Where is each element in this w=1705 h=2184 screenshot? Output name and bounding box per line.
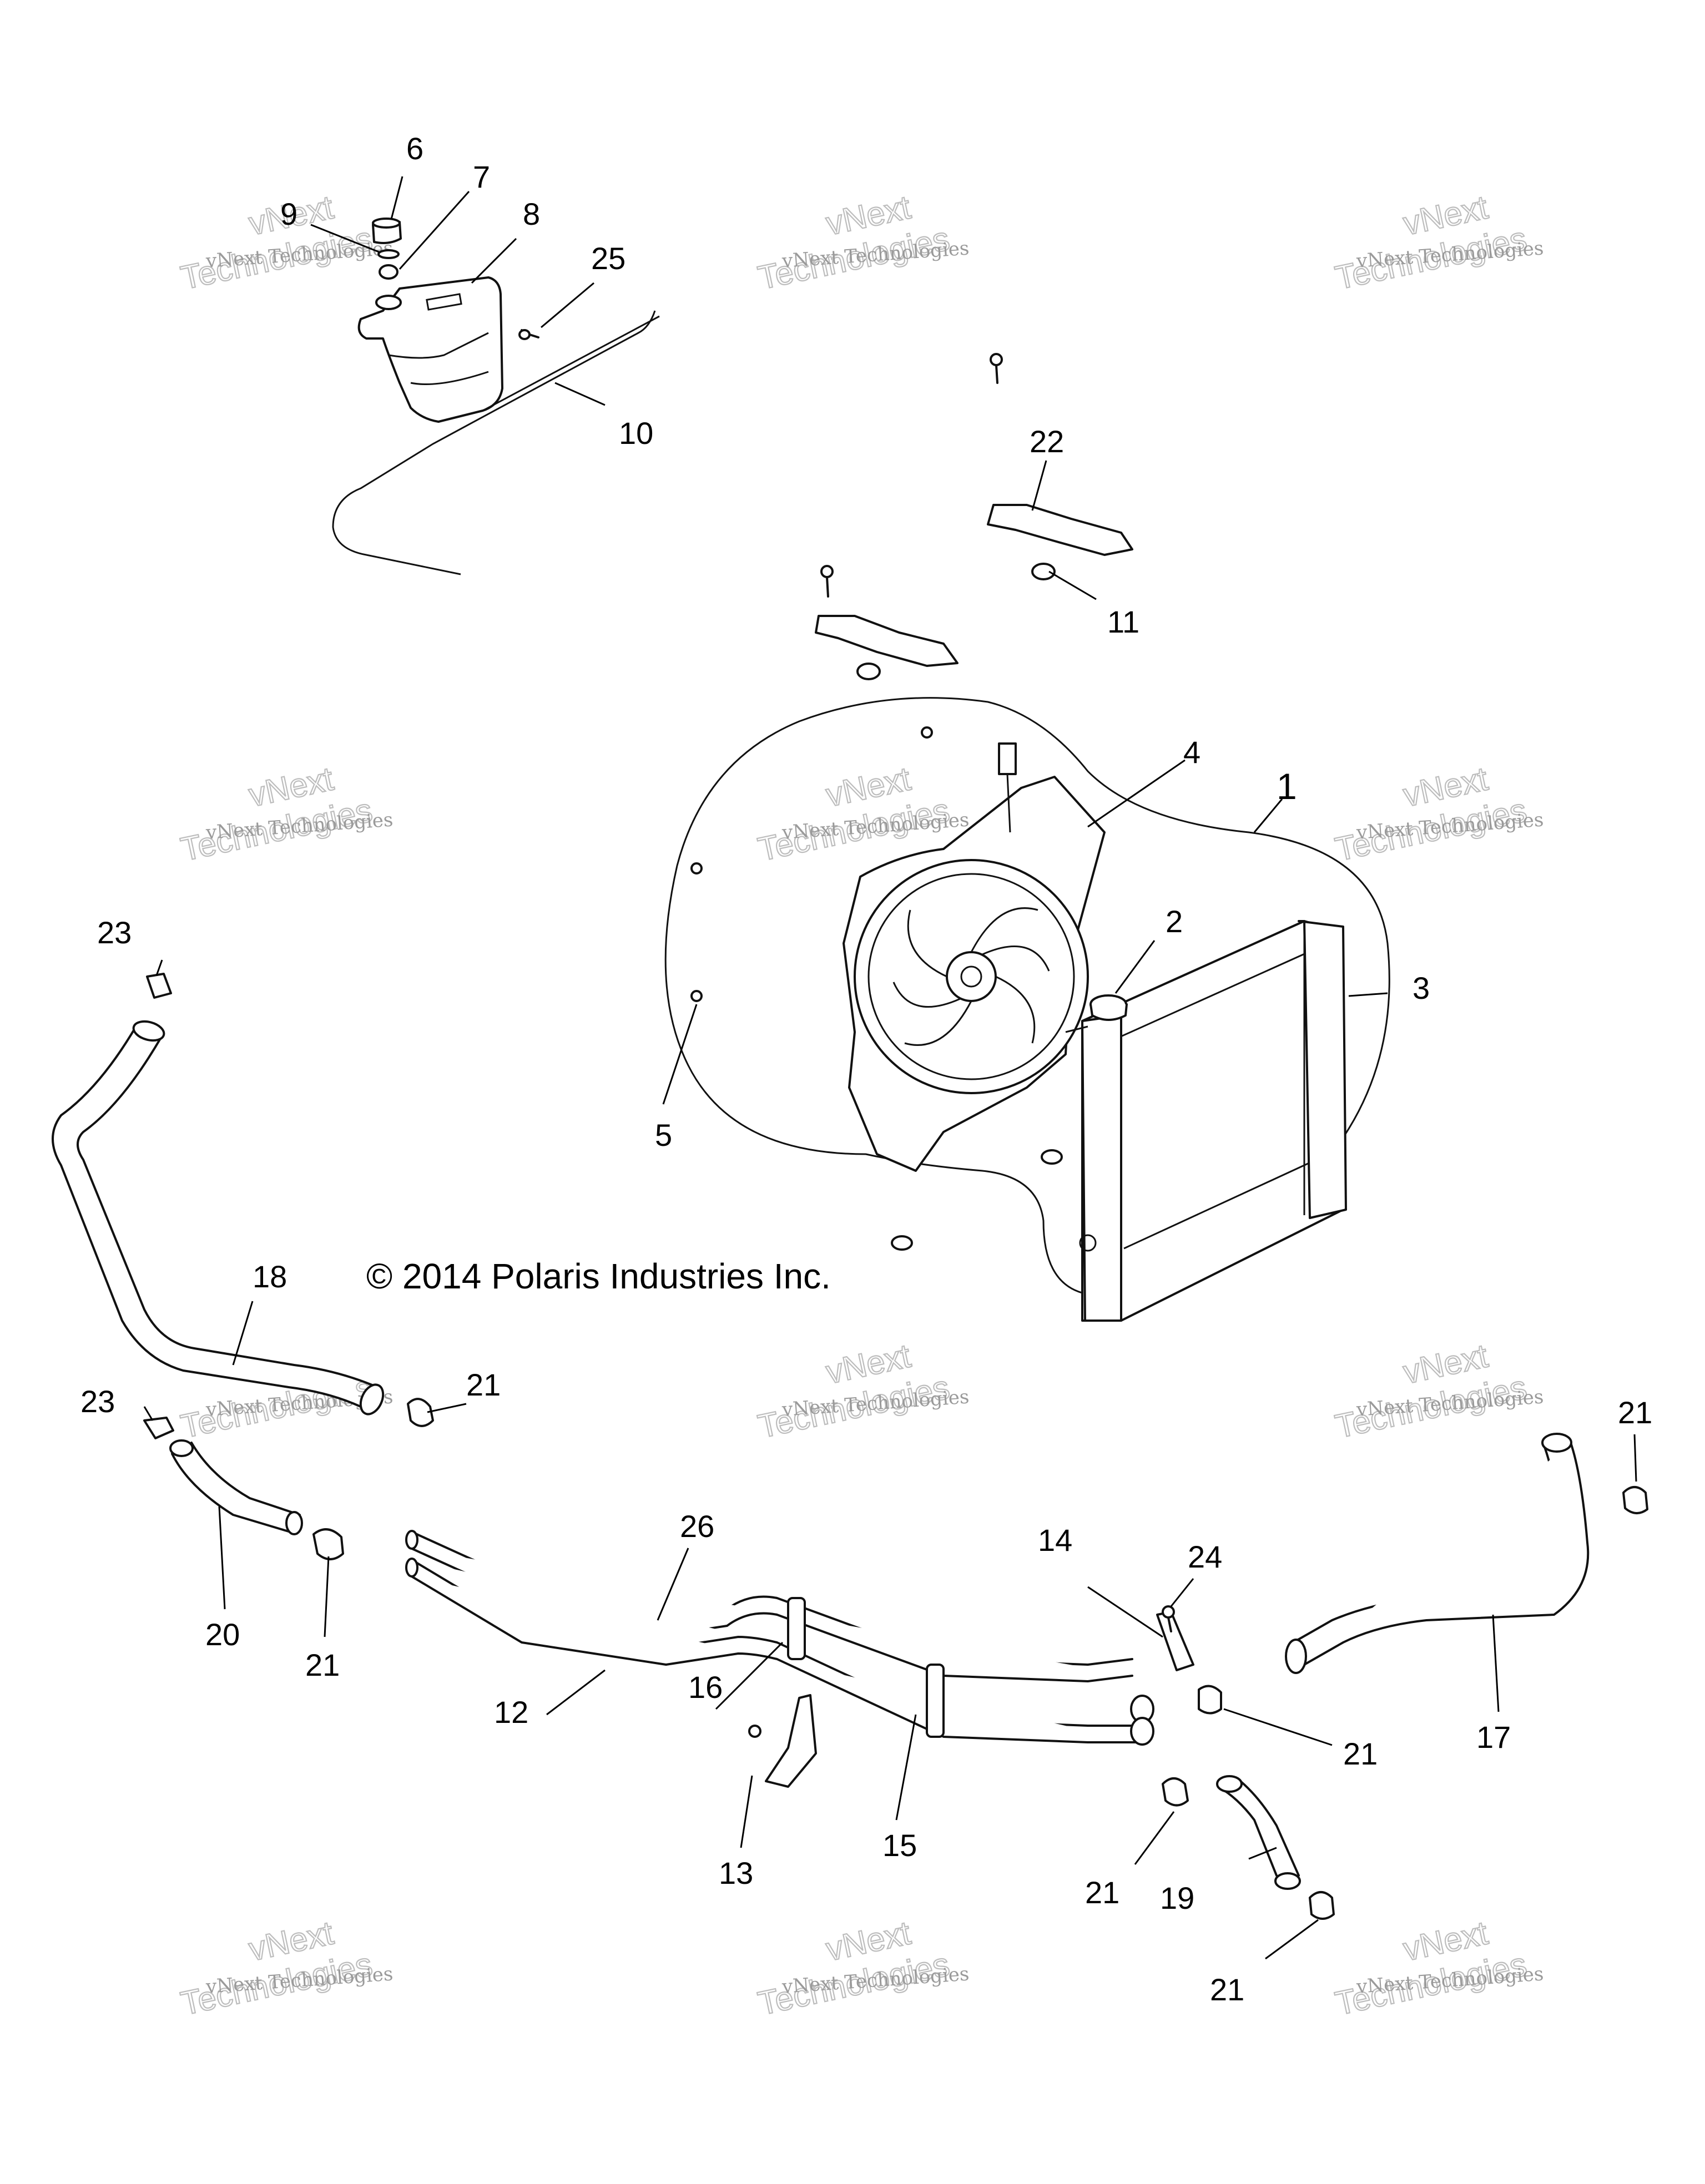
callout-1: 1 xyxy=(1277,766,1297,807)
lower-grommet xyxy=(891,1235,913,1251)
tube-bracket-14 xyxy=(1156,1611,1194,1671)
hose-clamp xyxy=(1198,1685,1222,1715)
bypass-hose xyxy=(169,1439,303,1535)
radiator-core xyxy=(891,920,1347,1322)
callout-4: 4 xyxy=(1183,735,1200,770)
watermark: vNext Technologies xyxy=(1331,1336,1531,1445)
callout-9: 9 xyxy=(280,196,297,231)
watermark: vNext Technologies xyxy=(754,1336,954,1445)
watermark: vNext Technologies xyxy=(754,759,954,868)
coolant-reservoir-assembly xyxy=(332,218,660,575)
callout-21-b: 21 xyxy=(305,1647,340,1682)
fan-hub xyxy=(946,951,997,1002)
callout-21-f: 21 xyxy=(1210,1972,1244,2007)
reservoir-bottle xyxy=(357,276,503,423)
cooling-fan-assembly xyxy=(843,742,1106,1172)
tube-bracket-13 xyxy=(765,1694,817,1788)
tube-clip-16 xyxy=(787,1597,806,1660)
bracket-bolt xyxy=(990,353,1003,366)
hose-clamp xyxy=(1622,1486,1648,1514)
bracket-nut xyxy=(856,663,881,680)
callout-13: 13 xyxy=(719,1856,753,1890)
upper-bracket-rear xyxy=(987,504,1133,556)
bracket-bolt-24 xyxy=(1162,1605,1175,1619)
watermark: vNext Technologies xyxy=(1331,188,1531,297)
callout-20: 20 xyxy=(205,1617,240,1652)
callout-8: 8 xyxy=(523,196,540,231)
radiator-side-tank xyxy=(1081,1014,1122,1322)
watermark: vNext Technologies xyxy=(1331,759,1531,868)
callout-18: 18 xyxy=(253,1259,287,1294)
bracket-nut xyxy=(1031,563,1056,580)
watermark: vNext Technologies xyxy=(177,188,376,297)
callout-2: 2 xyxy=(1166,904,1183,939)
bleed-plug-lower xyxy=(143,1417,174,1439)
watermark: vNext Technologies xyxy=(1331,1913,1531,2023)
cap-gasket xyxy=(377,249,400,259)
bleed-plug-upper xyxy=(146,973,172,999)
watermark: vNext Technologies xyxy=(754,1913,954,2023)
mount-grommet xyxy=(690,990,703,1002)
callout-labels: 6 7 8 9 25 10 22 11 4 1 2 3 5 23 18 21 2… xyxy=(80,131,1652,2007)
lower-radiator-hose xyxy=(1285,1433,1590,1674)
cap-seal xyxy=(379,264,398,280)
radiator-top-tank xyxy=(1298,920,1347,1219)
callout-3: 3 xyxy=(1413,970,1430,1005)
callout-26: 26 xyxy=(680,1509,714,1544)
callout-19: 19 xyxy=(1160,1880,1194,1915)
callout-17: 17 xyxy=(1476,1720,1511,1755)
callout-23-lower: 23 xyxy=(80,1384,115,1419)
copyright-notice: © 2014 Polaris Industries Inc. xyxy=(366,1256,831,1296)
callout-23-upper: 23 xyxy=(97,915,132,950)
bracket-bolt xyxy=(820,565,834,578)
fan-connector xyxy=(998,742,1017,775)
callout-21-e: 21 xyxy=(1085,1875,1119,1910)
callout-6: 6 xyxy=(406,131,423,166)
upper-radiator-hose xyxy=(52,1020,385,1415)
callout-25: 25 xyxy=(591,241,625,276)
tube-clip-15 xyxy=(926,1664,945,1738)
callout-21-c: 21 xyxy=(1343,1736,1378,1771)
overflow-hose xyxy=(332,310,656,575)
upper-bracket-front xyxy=(815,615,959,667)
lower-grommet xyxy=(1041,1149,1063,1165)
callout-11: 11 xyxy=(1107,604,1139,639)
callout-10: 10 xyxy=(619,416,653,451)
leader-lines xyxy=(143,176,1637,1960)
callout-21-a: 21 xyxy=(466,1367,501,1402)
watermark: vNext Technologies xyxy=(754,188,954,297)
callout-12: 12 xyxy=(494,1695,528,1730)
reservoir-neck xyxy=(375,295,402,310)
heater-hose xyxy=(1216,1775,1301,1890)
callout-14: 14 xyxy=(1038,1523,1072,1558)
callout-7: 7 xyxy=(473,159,490,194)
callout-21-d: 21 xyxy=(1618,1395,1652,1430)
hose-clamp xyxy=(312,1528,344,1560)
coolant-tube-assembly xyxy=(405,1530,1154,1746)
callout-15: 15 xyxy=(882,1828,917,1863)
hose-clamp xyxy=(407,1398,434,1427)
callout-24: 24 xyxy=(1188,1539,1222,1574)
radiator-assembly-outline xyxy=(664,697,1390,1297)
watermark: vNext Technologies xyxy=(177,1913,376,2023)
callout-5: 5 xyxy=(655,1118,672,1152)
mount-grommet xyxy=(921,726,933,739)
callout-16: 16 xyxy=(688,1670,723,1705)
radiator-upper-brackets xyxy=(815,353,1133,680)
watermark: vNext Technologies xyxy=(177,759,376,868)
callout-22: 22 xyxy=(1030,424,1064,459)
hose-clamp xyxy=(1309,1891,1335,1920)
mount-grommet xyxy=(690,862,703,874)
hose-clamp xyxy=(1162,1777,1189,1807)
